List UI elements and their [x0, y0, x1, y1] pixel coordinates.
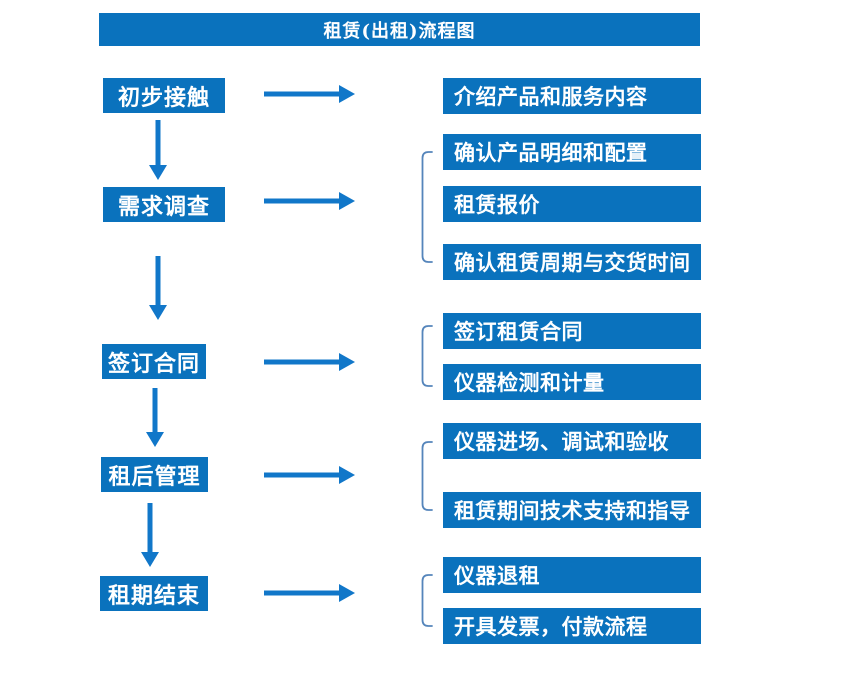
flow-step-rental-end: 租期结束	[100, 576, 208, 611]
arrow-down-icon	[141, 503, 159, 567]
arrow-right-icon	[264, 192, 355, 210]
detail-box-confirm-period: 确认租赁周期与交货时间	[443, 244, 701, 280]
arrow-down-icon	[149, 256, 167, 320]
detail-box-instrument-return: 仪器退租	[443, 557, 701, 593]
detail-box-confirm-details: 确认产品明细和配置	[443, 134, 701, 170]
bracket-connector	[421, 574, 433, 627]
arrow-right-icon	[264, 353, 355, 371]
detail-box-rental-quote: 租赁报价	[443, 186, 701, 222]
detail-box-tech-support: 租赁期间技术支持和指导	[443, 492, 701, 528]
detail-box-sign-rental-contract: 签订租赁合同	[443, 313, 701, 349]
bracket-connector	[421, 151, 433, 263]
detail-box-instrument-testing: 仪器检测和计量	[443, 364, 701, 400]
flow-step-sign-contract: 签订合同	[102, 344, 206, 379]
arrow-down-icon	[146, 388, 164, 447]
bracket-connector	[421, 325, 433, 387]
arrow-right-icon	[264, 466, 355, 484]
flow-step-demand-survey: 需求调查	[103, 187, 225, 222]
detail-box-invoice-payment: 开具发票，付款流程	[443, 608, 701, 644]
arrow-right-icon	[264, 584, 355, 602]
arrow-down-icon	[149, 120, 167, 180]
arrow-right-icon	[264, 85, 355, 103]
bracket-connector	[421, 441, 433, 511]
detail-box-instrument-entry: 仪器进场、调试和验收	[443, 423, 701, 459]
flow-step-initial-contact: 初步接触	[103, 78, 225, 113]
flowchart-title: 租赁(出租)流程图	[99, 13, 700, 46]
flow-step-post-rental-mgmt: 租后管理	[101, 457, 208, 492]
detail-box-introduce-products: 介绍产品和服务内容	[443, 78, 701, 114]
